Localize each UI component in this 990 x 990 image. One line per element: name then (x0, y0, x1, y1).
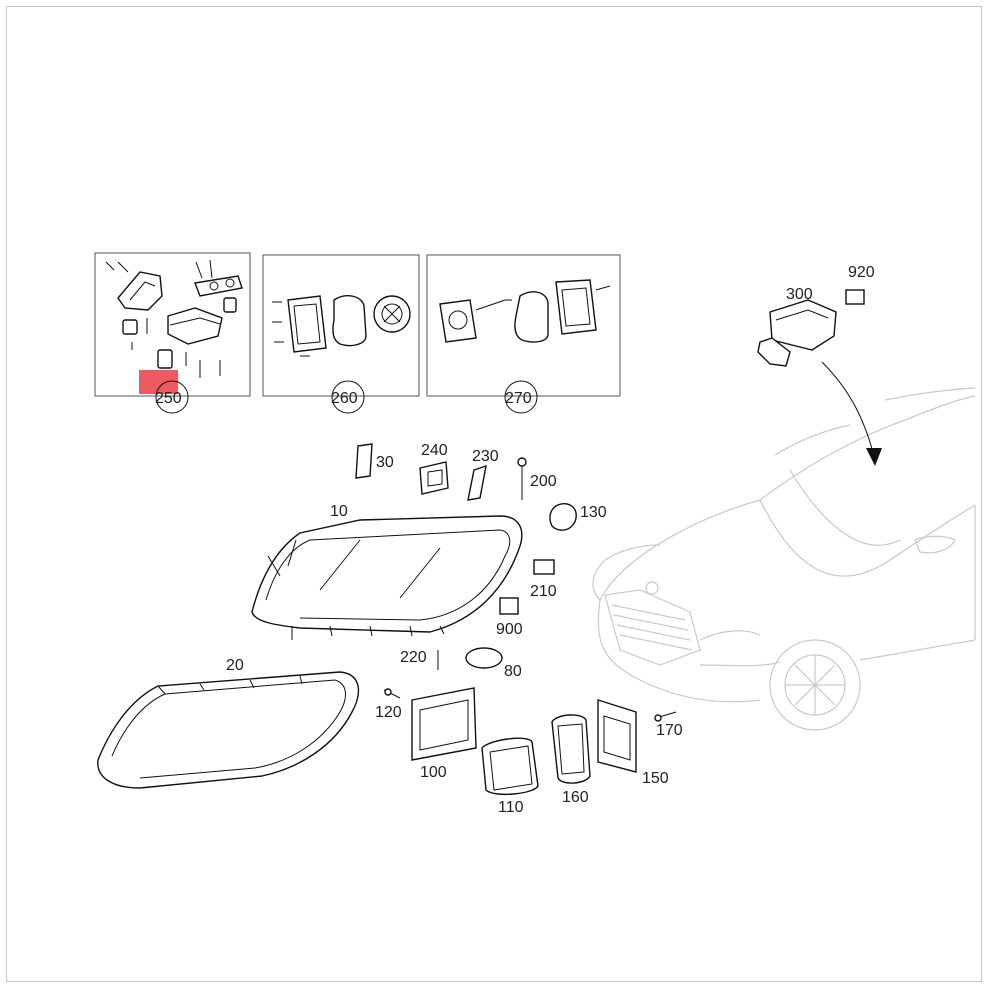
label-10: 10 (330, 503, 348, 520)
label-240: 240 (421, 442, 448, 459)
label-210: 210 (530, 583, 557, 600)
part-240 (419, 461, 449, 495)
part-210 (533, 559, 555, 575)
label-110: 110 (498, 799, 524, 816)
label-250: 250 (155, 390, 182, 407)
part-920 (845, 289, 865, 305)
label-230: 230 (472, 448, 499, 465)
headlamp-assembly-10 (251, 515, 523, 640)
part-80 (465, 647, 503, 669)
label-120: 120 (375, 704, 402, 721)
part-230 (467, 464, 487, 501)
car-outline (592, 387, 976, 731)
headlamp-lens-20 (97, 671, 360, 789)
label-920: 920 (848, 264, 875, 281)
part-130 (549, 502, 577, 531)
label-20: 20 (226, 657, 244, 674)
label-30: 30 (376, 454, 394, 471)
image-frame (6, 6, 982, 982)
kit-box-250 (94, 252, 251, 397)
small-parts (355, 443, 677, 796)
label-260: 260 (331, 390, 358, 407)
kit-box-260 (262, 254, 420, 397)
label-100: 100 (420, 764, 447, 781)
repair-kit-260-parts (272, 295, 411, 357)
control-unit-300 (757, 289, 882, 466)
label-220: 220 (400, 649, 427, 666)
label-130: 130 (580, 504, 607, 521)
highlight-marker (139, 370, 178, 394)
module-150 (597, 699, 637, 773)
repair-kit-250-parts (105, 259, 243, 394)
part-900 (499, 597, 519, 615)
label-150: 150 (642, 770, 669, 787)
label-80: 80 (504, 663, 522, 680)
label-270: 270 (505, 390, 532, 407)
part-30 (355, 443, 373, 479)
label-160: 160 (562, 789, 589, 806)
repair-kit-270-parts (439, 279, 611, 343)
label-170: 170 (656, 722, 683, 739)
gasket-110 (481, 737, 539, 796)
label-200: 200 (530, 473, 557, 490)
label-300: 300 (786, 286, 813, 303)
callout-arrow (821, 361, 876, 461)
label-900: 900 (496, 621, 523, 638)
kit-box-270 (426, 254, 621, 397)
